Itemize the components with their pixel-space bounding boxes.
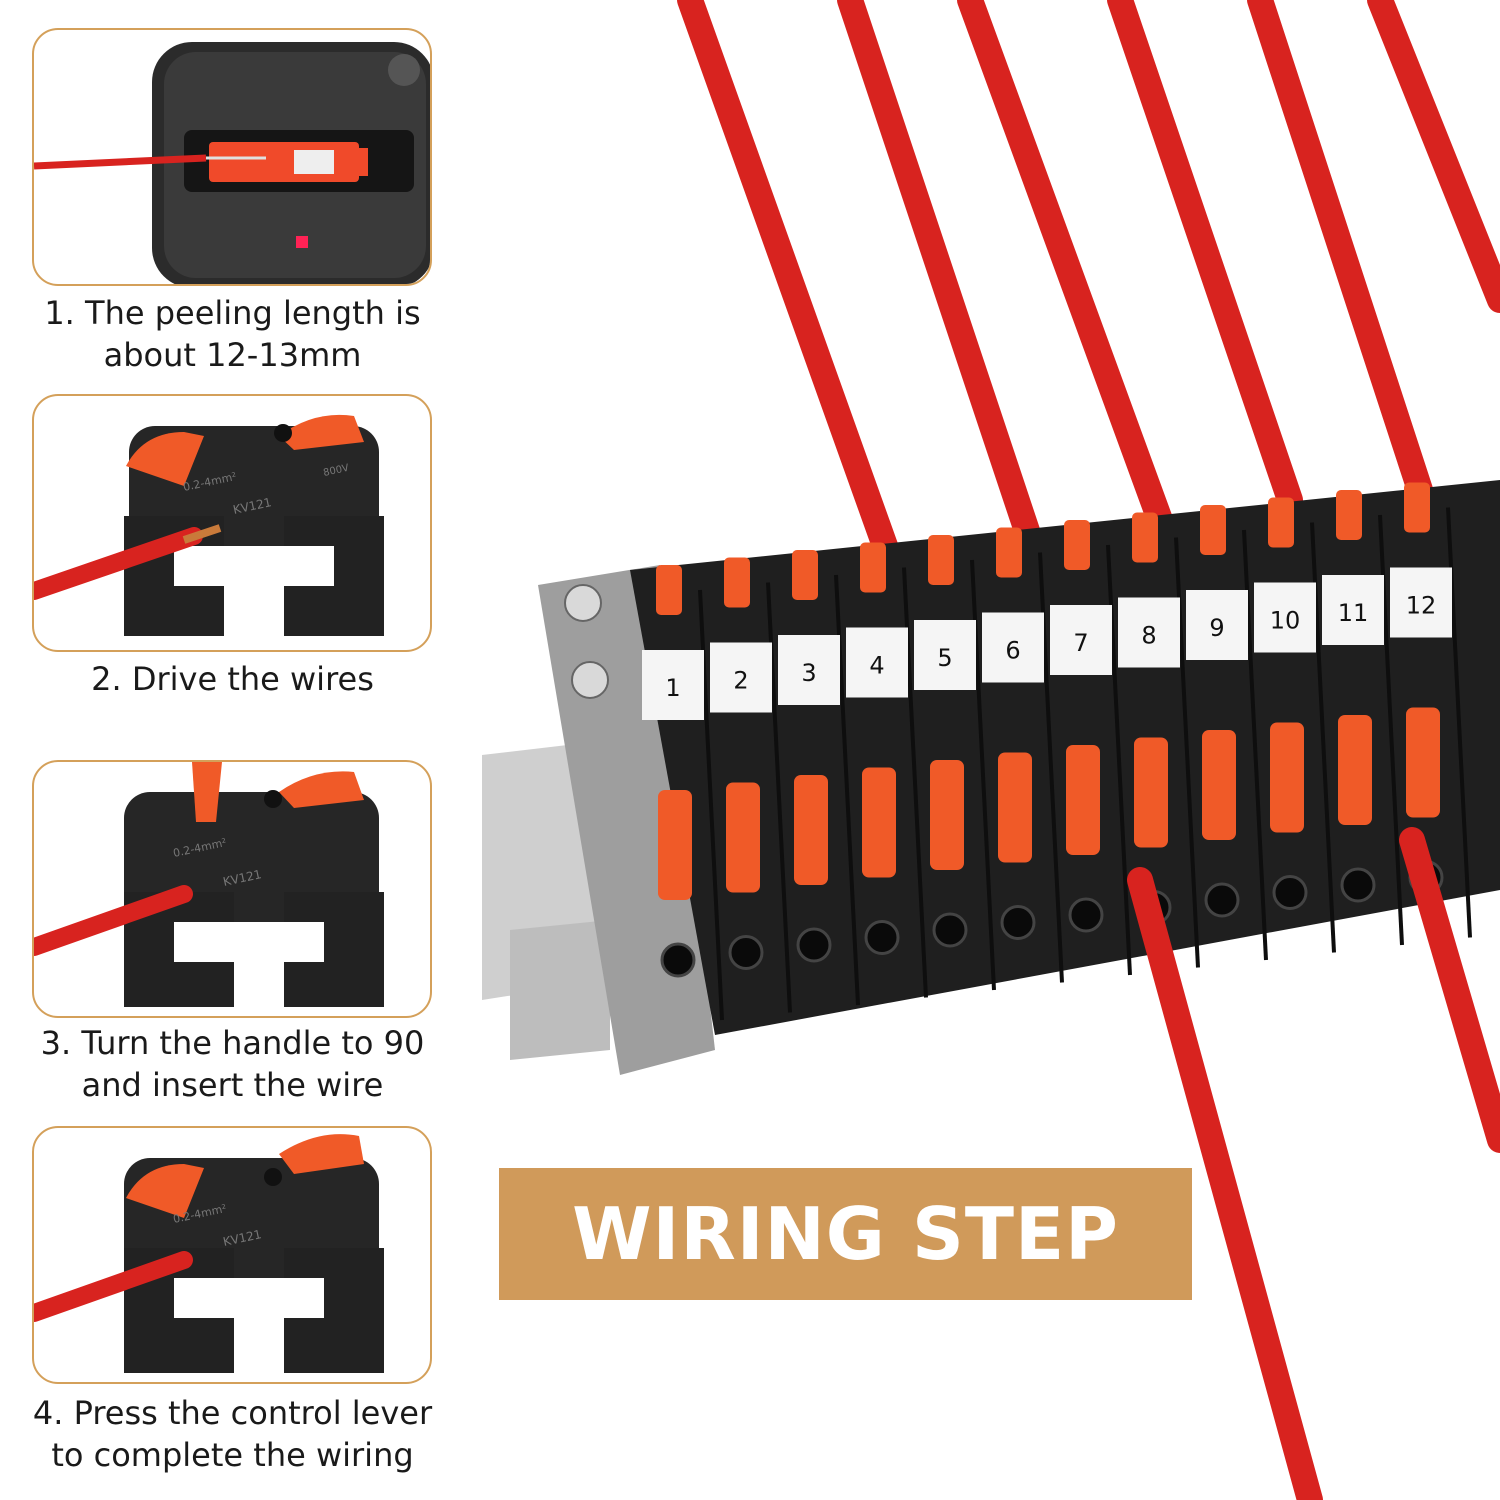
top-lever[interactable] — [1132, 512, 1158, 563]
step-2-image: 0.2-4mm² KV121 800V — [32, 394, 432, 652]
front-lever[interactable] — [1406, 707, 1440, 818]
terminal-label-tag — [846, 627, 908, 698]
terminal-module: 5 — [914, 535, 996, 991]
wire-entry-hole — [932, 912, 968, 948]
banner-title: WIRING STEP — [572, 1192, 1119, 1276]
front-lever[interactable] — [658, 790, 692, 900]
terminal-number: 3 — [801, 659, 816, 687]
terminal-number: 8 — [1141, 622, 1156, 650]
terminal-module: 4 — [846, 542, 928, 998]
top-lever[interactable] — [1268, 497, 1294, 548]
terminal-number: 4 — [869, 652, 884, 680]
front-lever[interactable] — [1066, 745, 1100, 855]
step-3-caption: 3. Turn the handle to 90 and insert the … — [0, 1022, 465, 1106]
terminal-label-tag — [914, 620, 976, 690]
wire-entry-hole — [1068, 897, 1104, 933]
step-2-caption: 2. Drive the wires — [0, 658, 465, 700]
step-2-caption-line-1: 2. Drive the wires — [91, 660, 374, 698]
top-lever[interactable] — [860, 542, 886, 593]
step-4-caption-line-2: to complete the wiring — [51, 1436, 414, 1474]
red-wires-bottom — [1127, 827, 1500, 1500]
terminal-module: 11 — [1322, 490, 1404, 946]
top-lever[interactable] — [1064, 520, 1090, 570]
terminal-label-tag — [710, 642, 772, 713]
wiring-step-banner: WIRING STEP — [499, 1168, 1192, 1300]
screw-icon — [564, 584, 602, 622]
terminal-number: 1 — [665, 674, 680, 702]
terminal-label-tag — [1390, 567, 1452, 638]
top-lever[interactable] — [1200, 505, 1226, 555]
front-lever[interactable] — [794, 775, 828, 885]
terminal-module: 6 — [982, 527, 1064, 983]
wire-entry-hole — [1340, 867, 1376, 903]
wire-entry-hole — [660, 942, 696, 978]
wire-entry-hole — [1272, 875, 1308, 910]
step-4-image: 0.2-4mm² KV121 — [32, 1126, 432, 1384]
top-lever[interactable] — [656, 565, 682, 615]
front-lever[interactable] — [862, 767, 896, 878]
step-3-image: 0.2-4mm² KV121 — [32, 760, 432, 1018]
top-lever[interactable] — [724, 557, 750, 608]
terminal-number: 12 — [1406, 592, 1437, 620]
wire-stripper-illustration — [34, 42, 430, 284]
connector-lever-open-illustration: 0.2-4mm² KV121 — [34, 762, 384, 1007]
terminal-label-tag — [642, 650, 704, 720]
wire-entry-hole — [796, 927, 832, 963]
front-lever[interactable] — [1134, 737, 1168, 848]
terminal-number: 10 — [1270, 607, 1301, 635]
front-lever[interactable] — [726, 782, 760, 893]
step-4-caption: 4. Press the control lever to complete t… — [0, 1392, 465, 1476]
terminal-number: 2 — [733, 667, 748, 695]
front-lever[interactable] — [930, 760, 964, 870]
top-lever[interactable] — [792, 550, 818, 600]
terminal-module: 1 — [642, 565, 724, 1021]
top-lever[interactable] — [1336, 490, 1362, 540]
front-lever[interactable] — [998, 752, 1032, 863]
step-1-caption-line-1: 1. The peeling length is — [44, 294, 421, 332]
red-wires-top — [677, 0, 1500, 573]
terminal-number: 6 — [1005, 637, 1020, 665]
top-lever[interactable] — [996, 527, 1022, 578]
step-3-caption-line-1: 3. Turn the handle to 90 — [40, 1024, 425, 1062]
step-1-image — [32, 28, 432, 286]
terminal-module: 10 — [1254, 497, 1336, 953]
terminal-label-tag — [1322, 575, 1384, 645]
wire-entry-hole — [1000, 905, 1036, 940]
terminal-module: 7 — [1050, 520, 1132, 976]
terminal-module: 3 — [778, 550, 860, 1006]
step-4-caption-line-1: 4. Press the control lever — [32, 1394, 433, 1432]
step-1-caption-line-2: about 12-13mm — [103, 336, 362, 374]
step-3-caption-line-2: and insert the wire — [81, 1066, 384, 1104]
wire-entry-hole — [1204, 882, 1240, 918]
front-lever[interactable] — [1338, 715, 1372, 825]
terminal-number: 7 — [1073, 629, 1088, 657]
connector-lever-closed-illustration: 0.2-4mm² KV121 — [34, 1134, 384, 1373]
terminal-label-tag — [1254, 582, 1316, 653]
terminal-module: 9 — [1186, 505, 1268, 961]
terminal-label-tag — [982, 612, 1044, 683]
terminal-label-tag — [1118, 597, 1180, 668]
front-lever[interactable] — [1202, 730, 1236, 840]
terminal-number: 9 — [1209, 614, 1224, 642]
terminal-number: 11 — [1338, 599, 1369, 627]
wire-entry-hole — [864, 920, 900, 955]
step-1-caption: 1. The peeling length is about 12-13mm — [0, 292, 465, 376]
connector-insert-illustration: 0.2-4mm² KV121 800V — [34, 414, 384, 636]
terminal-label-tag — [778, 635, 840, 705]
terminal-number: 5 — [937, 644, 952, 672]
screw-icon — [571, 661, 609, 699]
terminal-label-tag — [1050, 605, 1112, 675]
top-lever[interactable] — [928, 535, 954, 585]
connector-rating-label: 800V — [322, 463, 350, 479]
top-lever[interactable] — [1404, 482, 1430, 533]
wire-entry-hole — [728, 935, 764, 970]
terminal-module: 2 — [710, 557, 792, 1013]
front-lever[interactable] — [1270, 722, 1304, 833]
terminal-label-tag — [1186, 590, 1248, 660]
